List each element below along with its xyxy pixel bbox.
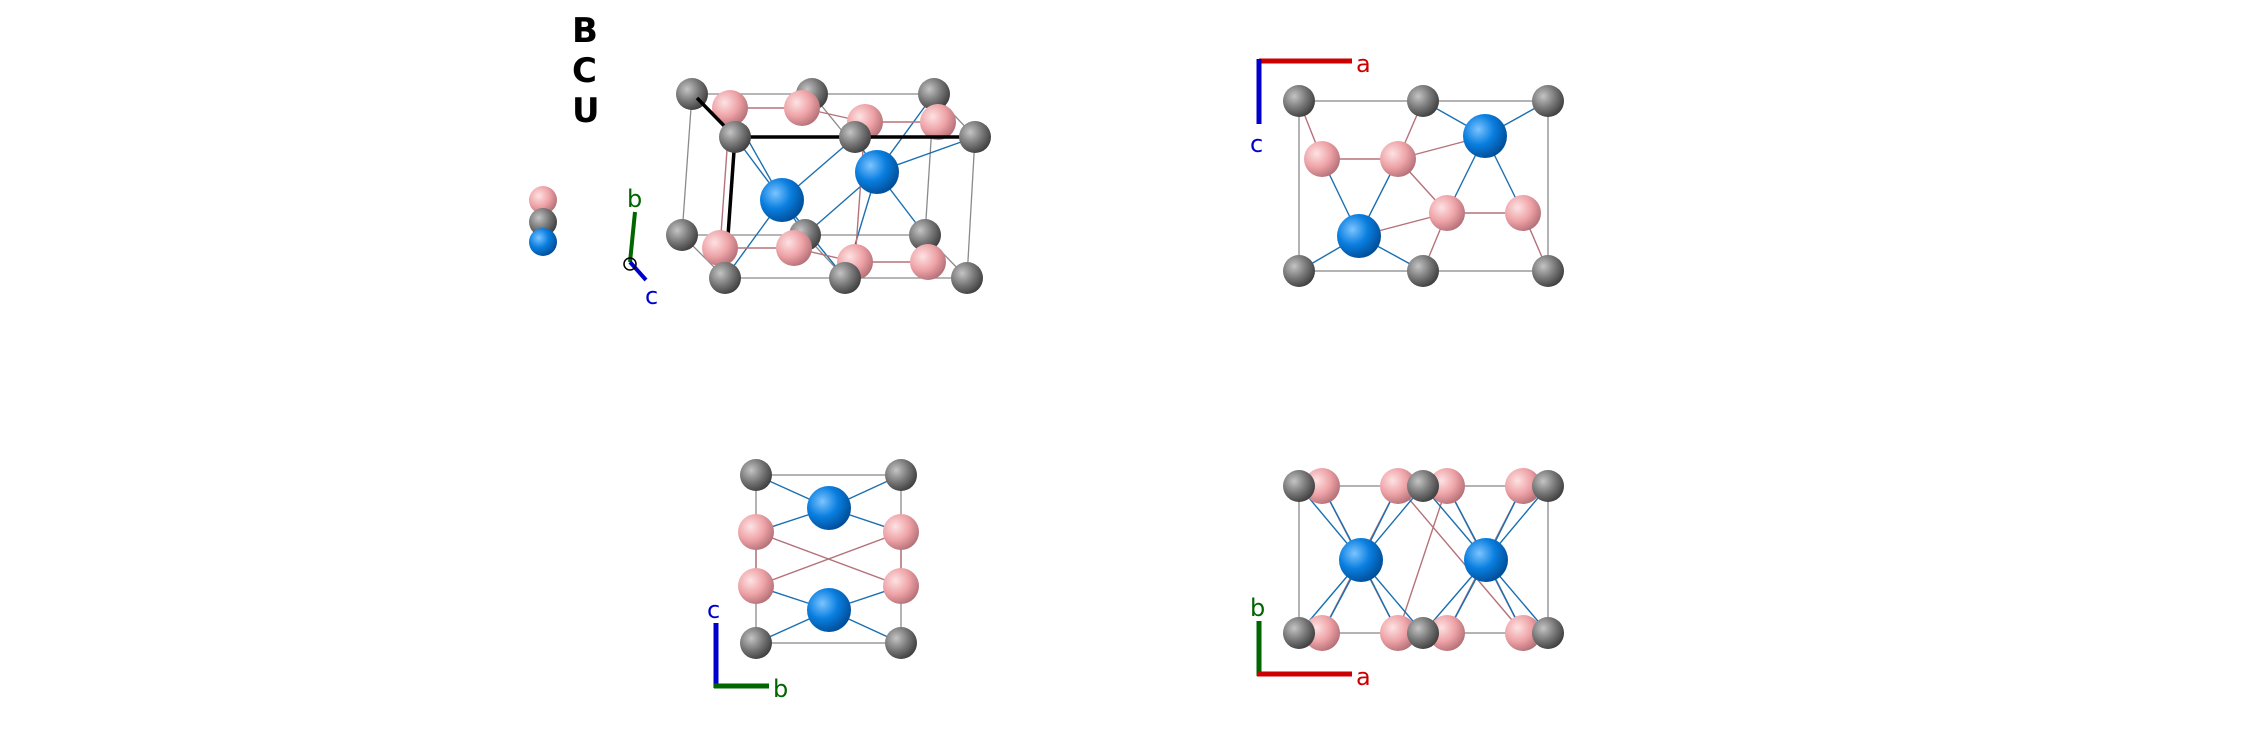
atom-b xyxy=(738,514,774,550)
axis-triad: b c xyxy=(623,185,658,310)
atoms xyxy=(1283,85,1564,287)
atom-u xyxy=(1337,214,1381,258)
atom-b xyxy=(776,230,812,266)
atom-b xyxy=(738,568,774,604)
atom-u xyxy=(1463,114,1507,158)
atom-c xyxy=(1407,85,1439,117)
atom-u xyxy=(807,486,851,530)
atom-b xyxy=(1429,468,1465,504)
atoms xyxy=(738,459,919,659)
atom-u xyxy=(1464,538,1508,582)
axis-label-a: a xyxy=(1356,50,1371,78)
atom-b xyxy=(883,568,919,604)
atom-c xyxy=(909,219,941,251)
atom-c xyxy=(666,219,698,251)
atom-b xyxy=(702,230,738,266)
axis-indicator: c b xyxy=(707,596,788,703)
atom-u xyxy=(1339,538,1383,582)
atom-c xyxy=(885,627,917,659)
atom-c xyxy=(1283,617,1315,649)
atom-c xyxy=(829,262,861,294)
atom-c xyxy=(1532,617,1564,649)
atom-c xyxy=(951,262,983,294)
atom-b xyxy=(1304,141,1340,177)
axis-label-c: c xyxy=(707,596,720,624)
atom-b xyxy=(1380,141,1416,177)
atoms xyxy=(1283,468,1564,651)
element-legend: B C U xyxy=(529,11,600,256)
atom-b xyxy=(1380,615,1416,651)
atoms-front xyxy=(702,121,991,294)
view-b-c: c b xyxy=(707,459,919,703)
atom-c xyxy=(839,121,871,153)
atom-c xyxy=(719,121,751,153)
axis-label-a: a xyxy=(1356,663,1371,691)
atom-c xyxy=(1283,85,1315,117)
atom-c xyxy=(709,262,741,294)
axis-indicator: b a xyxy=(1250,594,1371,691)
axis-b-line xyxy=(628,211,637,263)
atom-b xyxy=(910,244,946,280)
atom-c xyxy=(740,459,772,491)
atom-c xyxy=(1407,470,1439,502)
atom-b xyxy=(1380,468,1416,504)
axis-label-b: b xyxy=(1250,594,1265,622)
bonds xyxy=(1298,100,1549,272)
atom-c xyxy=(918,78,950,110)
unit-cell-outline xyxy=(1298,485,1549,634)
atom-c xyxy=(1407,255,1439,287)
atom-u xyxy=(855,150,899,194)
axis-label-c: c xyxy=(1250,130,1263,158)
atom-b xyxy=(1505,195,1541,231)
atom-c xyxy=(1283,255,1315,287)
atom-c xyxy=(1283,470,1315,502)
unit-cell-outline xyxy=(1298,100,1549,272)
atom-b xyxy=(712,90,748,126)
view-a-b: b a xyxy=(1250,468,1564,691)
atom-u xyxy=(807,588,851,632)
legend-atom-u xyxy=(529,228,557,256)
atom-b xyxy=(1505,468,1541,504)
atom-b xyxy=(883,514,919,550)
atom-c xyxy=(740,627,772,659)
atoms-back xyxy=(666,78,956,251)
legend-label-b: B xyxy=(572,11,598,51)
atom-b xyxy=(1429,615,1465,651)
perspective-view: b c xyxy=(623,78,991,310)
atom-b xyxy=(1304,468,1340,504)
atom-b xyxy=(1429,195,1465,231)
axis-c-line xyxy=(628,260,648,282)
axis-label-b: b xyxy=(627,185,642,213)
atom-c xyxy=(1532,470,1564,502)
legend-label-c: C xyxy=(572,51,597,91)
axis-a-endpoint xyxy=(623,257,637,271)
atom-c xyxy=(959,121,991,153)
atom-c xyxy=(885,459,917,491)
axis-label-b: b xyxy=(773,675,788,703)
view-a-c: a c xyxy=(1250,50,1564,287)
atom-c xyxy=(1532,255,1564,287)
axis-indicator: a c xyxy=(1250,50,1371,158)
atom-b xyxy=(1505,615,1541,651)
atom-b xyxy=(784,90,820,126)
atom-u xyxy=(760,178,804,222)
atom-b xyxy=(1304,615,1340,651)
bonds xyxy=(1298,485,1549,634)
legend-atom-b xyxy=(529,186,557,214)
legend-atom-c xyxy=(529,208,557,236)
axis-label-c: c xyxy=(645,282,658,310)
atom-b xyxy=(920,104,956,140)
legend-label-u: U xyxy=(572,91,600,131)
atom-c xyxy=(1532,85,1564,117)
atom-c xyxy=(1407,617,1439,649)
